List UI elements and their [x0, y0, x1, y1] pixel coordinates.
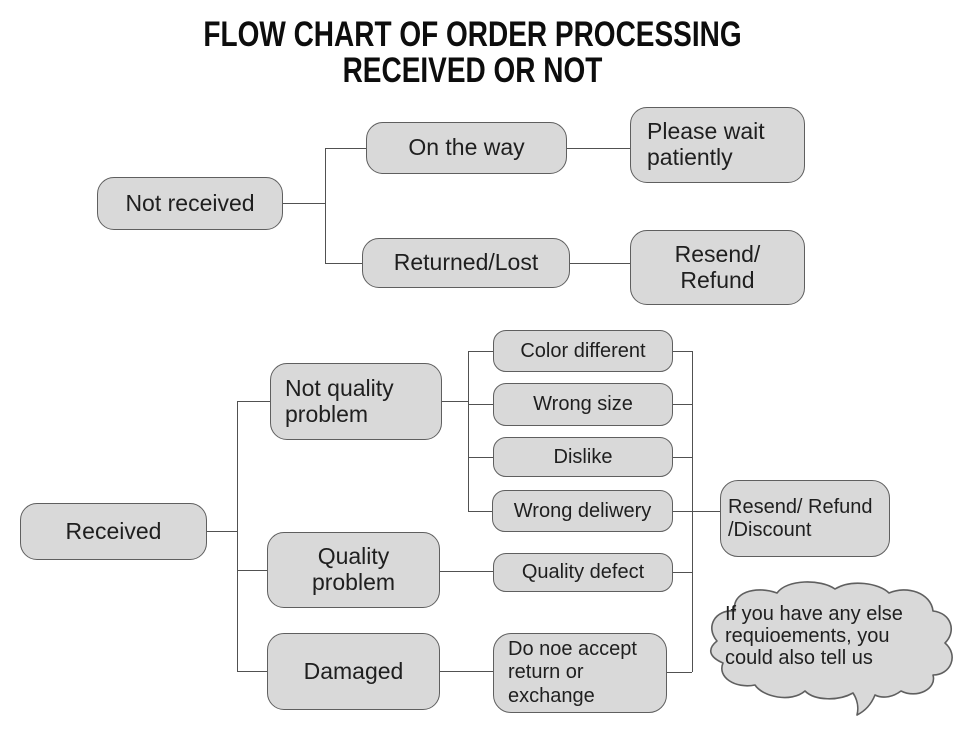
node-resend-refund-discount: Resend/ Refund /Discount	[720, 480, 890, 557]
connector	[692, 511, 720, 513]
connector	[673, 511, 692, 513]
node-damaged: Damaged	[267, 633, 440, 710]
node-on-the-way: On the way	[366, 122, 567, 174]
connector	[207, 531, 237, 533]
connector	[468, 511, 492, 513]
node-do-not-accept: Do noe accept return or exchange	[493, 633, 667, 713]
node-received: Received	[20, 503, 207, 560]
connector	[468, 404, 493, 406]
connector	[673, 404, 692, 406]
connector	[570, 263, 630, 265]
connector	[468, 351, 470, 511]
node-dislike: Dislike	[493, 437, 673, 477]
speech-bubble-icon	[710, 581, 953, 716]
connector	[442, 401, 468, 403]
connector	[673, 351, 692, 353]
title-line-1: FLOW CHART OF ORDER PROCESSING	[203, 15, 742, 54]
connector	[440, 671, 493, 673]
speech-bubble-text: If you have any else requioements, you c…	[725, 603, 903, 669]
connector	[237, 671, 267, 673]
connector	[673, 457, 692, 459]
node-wrong-size: Wrong size	[493, 383, 673, 426]
connector	[237, 401, 270, 403]
node-wrong-delivery: Wrong deliwery	[492, 490, 673, 532]
node-please-wait-patiently: Please wait patiently	[630, 107, 805, 183]
connector	[237, 570, 267, 572]
node-not-received: Not received	[97, 177, 283, 230]
connector	[325, 148, 327, 263]
node-resend-refund: Resend/ Refund	[630, 230, 805, 305]
node-returned-lost: Returned/Lost	[362, 238, 570, 288]
connector	[237, 401, 239, 671]
connector	[325, 263, 362, 265]
connector	[673, 572, 692, 574]
connector	[468, 457, 493, 459]
title-line-2: RECEIVED OR NOT	[342, 51, 603, 90]
node-color-different: Color different	[493, 330, 673, 372]
node-quality-problem: Quality problem	[267, 532, 440, 608]
node-quality-defect: Quality defect	[493, 553, 673, 592]
connector	[440, 571, 493, 573]
connector	[667, 672, 692, 674]
connector	[567, 148, 630, 150]
page-title: FLOW CHART OF ORDER PROCESSING RECEIVED …	[0, 17, 945, 89]
connector	[468, 351, 493, 353]
connector	[325, 148, 366, 150]
node-not-quality-problem: Not quality problem	[270, 363, 442, 440]
connector	[283, 203, 325, 205]
